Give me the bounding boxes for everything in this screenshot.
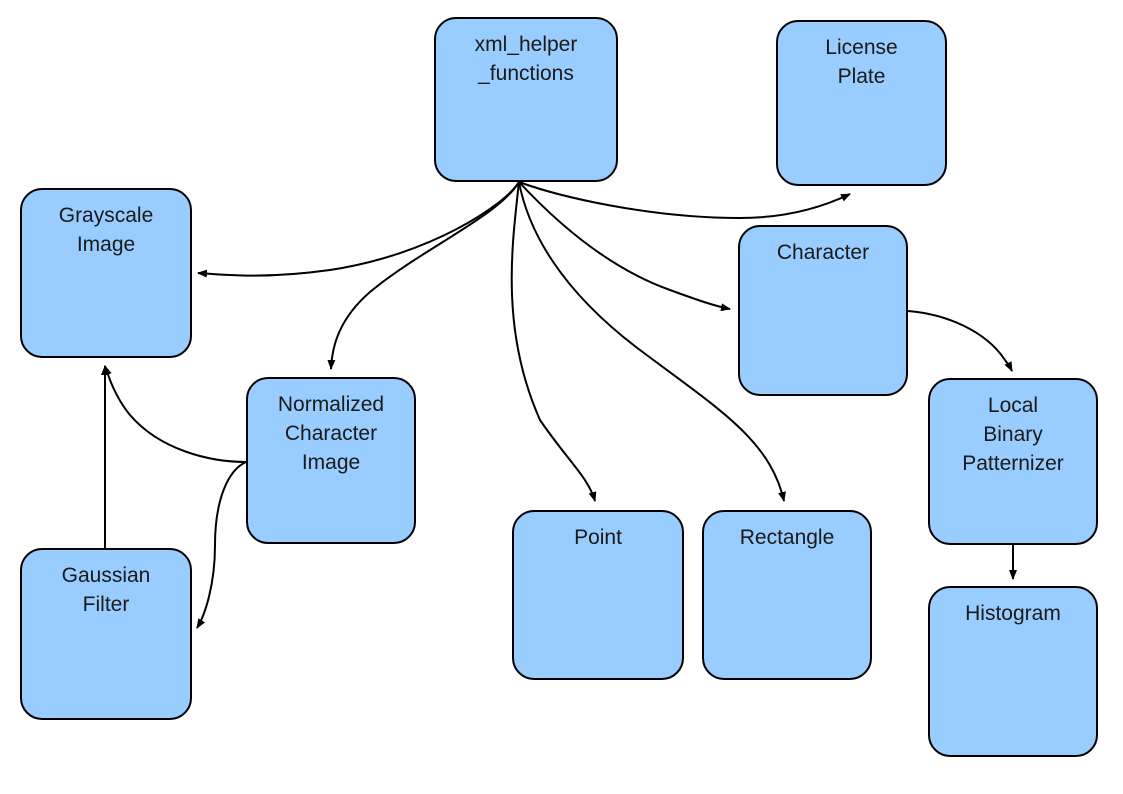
node-license_plate[interactable]: License Plate: [776, 20, 947, 186]
node-local_binary_patternizer[interactable]: Local Binary Patternizer: [928, 378, 1098, 545]
node-histogram[interactable]: Histogram: [928, 586, 1098, 757]
node-character[interactable]: Character: [738, 225, 908, 396]
node-gaussian_filter[interactable]: Gaussian Filter: [20, 548, 192, 720]
node-grayscale_image[interactable]: Grayscale Image: [20, 188, 192, 358]
node-point[interactable]: Point: [512, 510, 684, 680]
edge-xml-point: [510, 181, 597, 502]
edge-normalized-gaussian: [196, 461, 247, 629]
edge-xml-character: [518, 181, 731, 312]
edge-xml-licenseplate: [518, 181, 851, 220]
node-xml_helper_functions[interactable]: xml_helper _functions: [434, 17, 618, 182]
node-rectangle[interactable]: Rectangle: [702, 510, 872, 680]
node-normalized_character_image[interactable]: Normalized Character Image: [246, 377, 416, 544]
edge-xml-normalized: [327, 181, 520, 370]
edge-character-lbp: [907, 310, 1013, 372]
edge-normalized-grayscale: [104, 365, 247, 463]
edge-xml-grayscale: [197, 181, 520, 278]
